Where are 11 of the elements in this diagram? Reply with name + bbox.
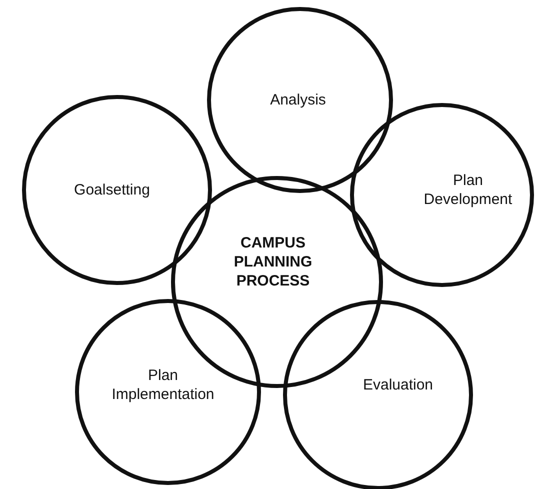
stage-circle [283,300,473,489]
stage-circle [350,103,534,287]
stage-label: Evaluation [362,376,434,394]
stage-label: Analysis [269,90,327,110]
stage-label: Goalsetting [73,180,151,200]
stage-label: Plan Implementation [110,366,216,404]
stage-circle [75,299,261,485]
stage-label: Plan Development [422,171,514,209]
central-title: CAMPUS PLANNING PROCESS [232,234,314,290]
stage-circle [22,95,212,285]
stage-circle [207,7,393,193]
